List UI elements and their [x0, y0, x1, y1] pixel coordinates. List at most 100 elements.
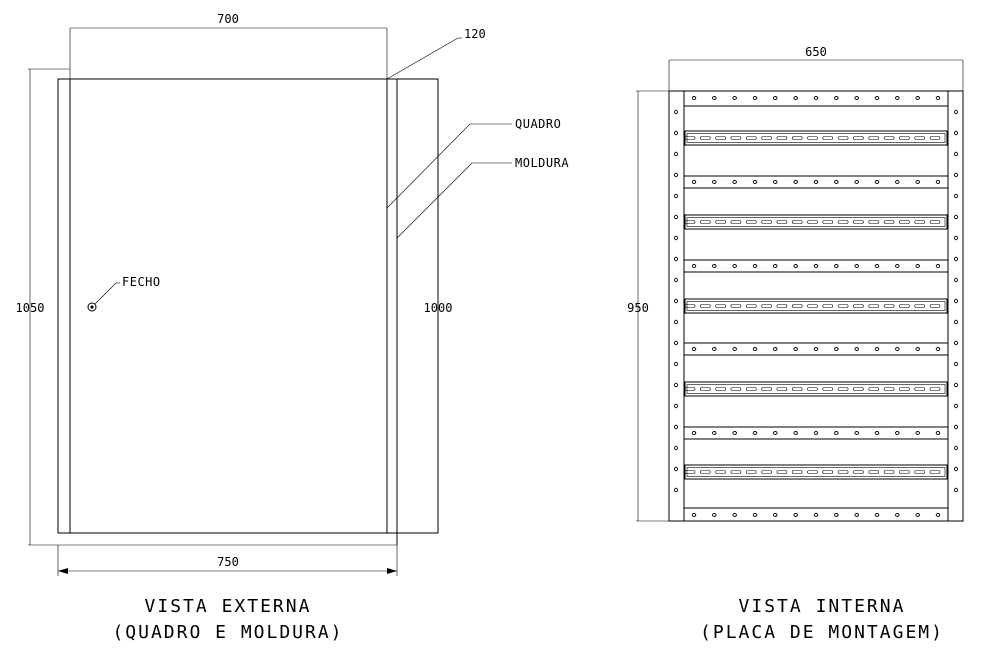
din-rail-slot	[914, 220, 926, 224]
side-hole-right	[954, 256, 958, 262]
mounting-hole	[793, 347, 798, 351]
mounting-hole	[752, 96, 758, 100]
mounting-hole	[874, 347, 880, 351]
side-hole-right	[954, 403, 958, 409]
side-hole-left	[674, 235, 678, 241]
din-rail-slot	[730, 136, 742, 140]
din-rail-slot	[868, 304, 880, 308]
mounting-hole	[712, 431, 717, 435]
din-rail-slot	[914, 470, 926, 474]
din-rail-slot	[837, 136, 849, 140]
dim-650-text: 650	[805, 45, 827, 59]
side-hole-right	[954, 319, 958, 325]
mounting-hole	[895, 264, 900, 268]
din-rail-slot	[791, 387, 803, 391]
din-rail-outer	[684, 381, 948, 397]
mounting-hole	[874, 513, 880, 517]
side-hole-right	[954, 382, 958, 388]
din-rail-slot	[684, 304, 696, 308]
din-rail-slot	[699, 304, 711, 308]
din-rail-slot	[853, 387, 864, 391]
din-rail-slot	[715, 304, 726, 308]
mounting-hole	[935, 347, 941, 351]
mounting-hole	[712, 180, 717, 184]
mounting-hole	[895, 347, 900, 351]
side-hole-right	[954, 361, 958, 367]
din-rail-slot	[899, 304, 910, 308]
mounting-hole	[752, 431, 758, 435]
din-rail-slot	[868, 136, 880, 140]
side-hole-right	[954, 340, 958, 346]
side-hole-right	[954, 193, 958, 199]
din-rail-slot	[745, 470, 757, 474]
din-rail-slot	[791, 136, 803, 140]
mounting-hole	[915, 513, 920, 517]
side-hole-left	[674, 319, 678, 325]
mounting-hole	[915, 180, 920, 184]
band-lines	[684, 105, 948, 509]
side-hole-right	[954, 130, 958, 136]
mounting-hole	[773, 347, 778, 351]
dim-950-text: 950	[627, 301, 649, 315]
mounting-hole	[895, 431, 900, 435]
din-rail-outer	[684, 298, 948, 314]
din-rail-slot	[883, 136, 895, 140]
dim-750-arrow-right	[387, 568, 397, 574]
din-rail-slot	[684, 136, 696, 140]
din-rail-slot	[730, 304, 742, 308]
side-hole-left	[674, 151, 678, 157]
mounting-hole	[732, 180, 737, 184]
dim-750-text: 750	[217, 555, 239, 569]
mounting-hole	[773, 180, 778, 184]
din-rail-slot	[745, 304, 757, 308]
mounting-hole	[895, 96, 900, 100]
mounting-hole	[752, 513, 758, 517]
moldura-leader	[396, 162, 473, 239]
mounting-hole	[793, 513, 798, 517]
external-caption-line2: (QUADRO E MOLDURA)	[112, 622, 343, 643]
mounting-hole	[732, 513, 737, 517]
din-rail-slot	[868, 387, 880, 391]
mounting-hole	[752, 264, 758, 268]
internal-view: 650 950 VISTA INTERNA (PLACA DE MONTAGEM…	[627, 45, 964, 643]
mounting-hole	[813, 347, 819, 351]
din-rail-slot	[761, 136, 772, 140]
external-view: 700 120 QUADRO MOLDURA FECHO 1050 1000 7	[16, 12, 569, 643]
label-moldura: MOLDURA	[515, 156, 569, 170]
mounting-hole	[935, 264, 941, 268]
din-rail-slot	[684, 387, 696, 391]
din-rail-slot	[929, 220, 941, 224]
internal-caption-line1: VISTA INTERNA	[739, 596, 906, 617]
side-hole-left	[674, 214, 678, 220]
side-hole-right	[954, 109, 958, 115]
mounting-hole	[874, 180, 880, 184]
mounting-hole	[813, 96, 819, 100]
din-rail-slot	[822, 136, 834, 140]
dim-1050-text: 1050	[16, 301, 45, 315]
mounting-hole	[732, 264, 737, 268]
mounting-hole	[752, 180, 758, 184]
din-rail-slot	[684, 470, 696, 474]
mounting-hole	[691, 513, 697, 517]
side-hole-left	[674, 298, 678, 304]
quadro-leader	[386, 123, 471, 209]
din-rail-slot	[883, 304, 895, 308]
din-rail-slot	[853, 220, 864, 224]
mounting-hole	[834, 96, 839, 100]
din-rail-slot	[791, 220, 803, 224]
side-hole-right	[954, 445, 958, 451]
side-hole-right	[954, 151, 958, 157]
mounting-plate-outline	[668, 90, 964, 522]
mounting-hole	[793, 431, 798, 435]
mounting-hole	[732, 347, 737, 351]
mounting-hole	[834, 513, 839, 517]
mounting-hole	[691, 347, 697, 351]
din-rail-inner	[686, 217, 946, 227]
din-rail-slot	[883, 470, 895, 474]
din-rail-slot	[776, 304, 788, 308]
mounting-hole	[813, 264, 819, 268]
side-hole-left	[674, 340, 678, 346]
side-hole-left	[674, 193, 678, 199]
side-hole-left	[674, 466, 678, 472]
